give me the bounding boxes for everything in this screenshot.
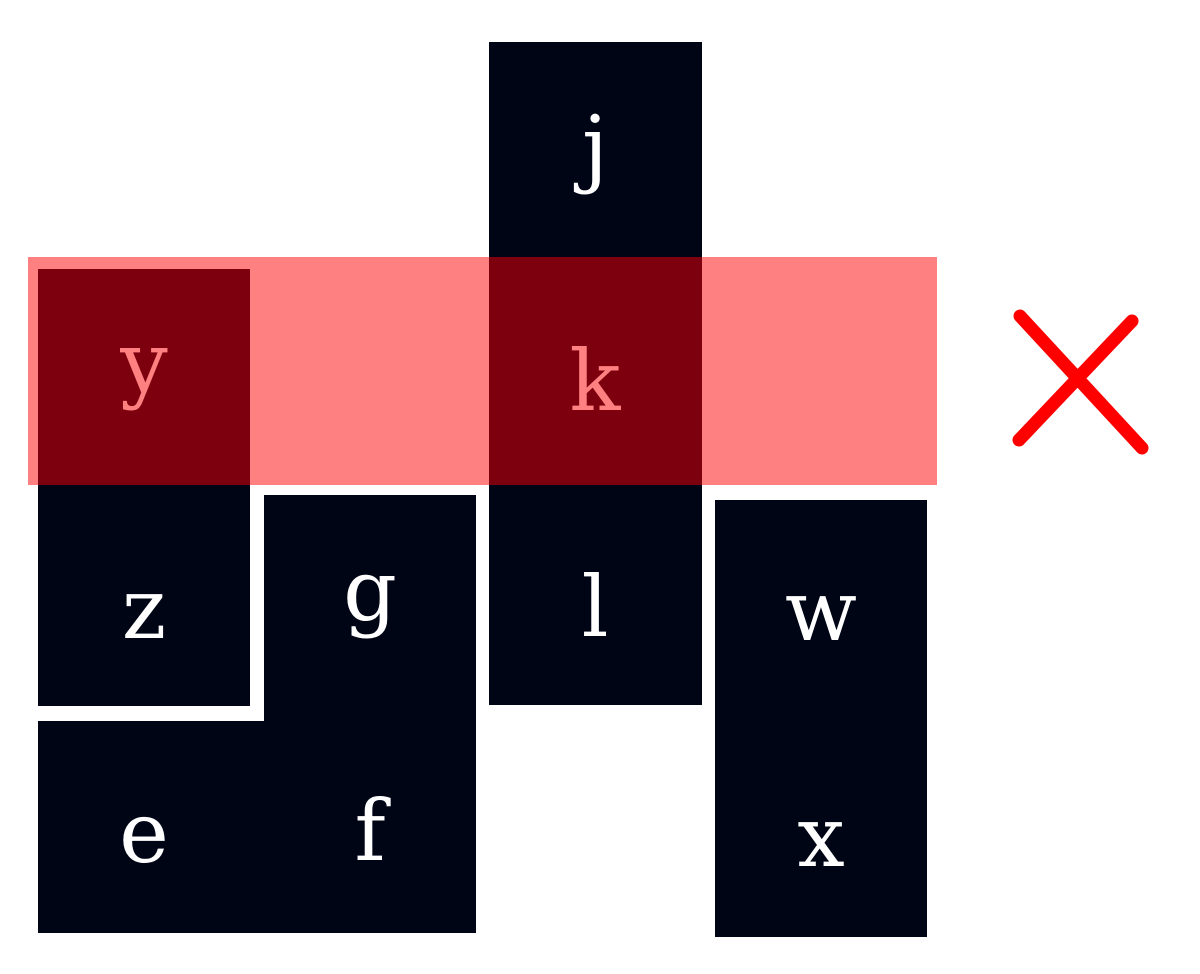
tile-label-e: e	[119, 784, 169, 882]
tile-z	[38, 485, 250, 706]
tile-l	[489, 485, 702, 705]
tile-label-f: f	[354, 782, 391, 880]
tile-y-highlighted	[38, 269, 250, 485]
tile-j	[489, 42, 702, 257]
tile-k-highlighted	[489, 257, 702, 485]
tile-label-w: w	[785, 562, 857, 660]
tile-group	[38, 42, 927, 937]
tile-label-y: y	[119, 314, 168, 412]
tile-label-g: g	[343, 542, 397, 640]
tile-wx-piece	[715, 500, 927, 937]
tile-label-k: k	[570, 332, 622, 430]
tile-label-z: z	[122, 560, 166, 658]
tile-gef-piece	[38, 495, 476, 933]
cross-icon	[1012, 309, 1149, 455]
tile-label-l: l	[582, 558, 609, 656]
tile-label-x: x	[797, 788, 844, 886]
